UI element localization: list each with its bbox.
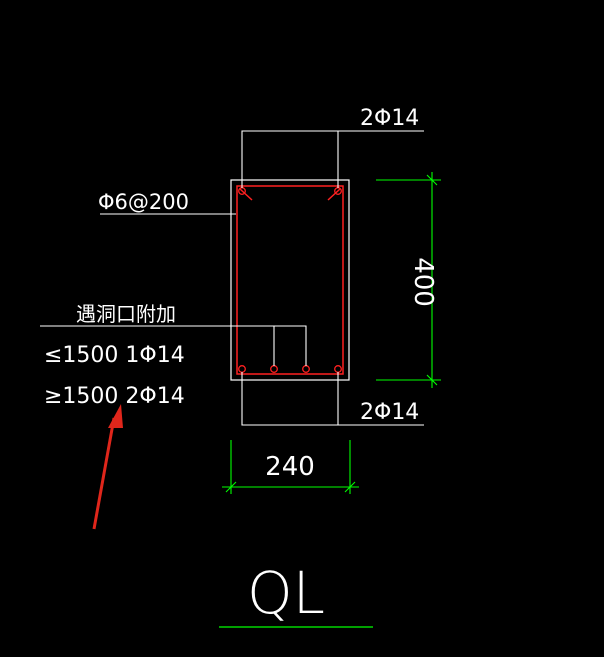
top-rebar-label: 2Φ14 — [360, 106, 419, 131]
opening-rebar-1 — [270, 365, 278, 373]
height-tick-bottom — [426, 374, 438, 386]
width-dimension-label: 240 — [265, 452, 315, 482]
opening-leader — [40, 325, 307, 366]
stirrup-hook-right — [327, 188, 341, 201]
annotation-arrow-head — [108, 404, 123, 428]
annotation-arrow — [92, 404, 123, 530]
width-tick-left — [225, 481, 237, 493]
leader-lines — [40, 130, 424, 426]
rebar-bars — [238, 187, 342, 373]
bottom-rebar-left — [238, 365, 246, 373]
opening-title: 遇洞口附加 — [76, 302, 176, 326]
stirrup — [236, 185, 344, 375]
stirrup-label: Φ6@200 — [98, 190, 189, 214]
opening-rule-2: ≥1500 2Φ14 — [44, 384, 185, 409]
top-rebar-leader — [241, 130, 424, 188]
height-dimension-label: 400 — [408, 257, 438, 307]
bottom-rebar-leader — [241, 372, 424, 426]
opening-rule-1: ≤1500 1Φ14 — [44, 343, 185, 368]
opening-rebar-2 — [302, 365, 310, 373]
stirrup-hook-left — [239, 188, 253, 201]
height-tick-top — [426, 174, 438, 186]
width-dimension — [222, 440, 359, 494]
stirrup-loop — [236, 185, 344, 375]
annotation-arrow-shaft — [92, 417, 116, 530]
bottom-rebar-right — [334, 365, 342, 373]
section-outline — [230, 179, 350, 381]
drawing-title: QL — [247, 559, 325, 627]
width-tick-right — [344, 481, 356, 493]
bottom-rebar-label: 2Φ14 — [360, 400, 419, 425]
height-dimension — [376, 172, 441, 388]
